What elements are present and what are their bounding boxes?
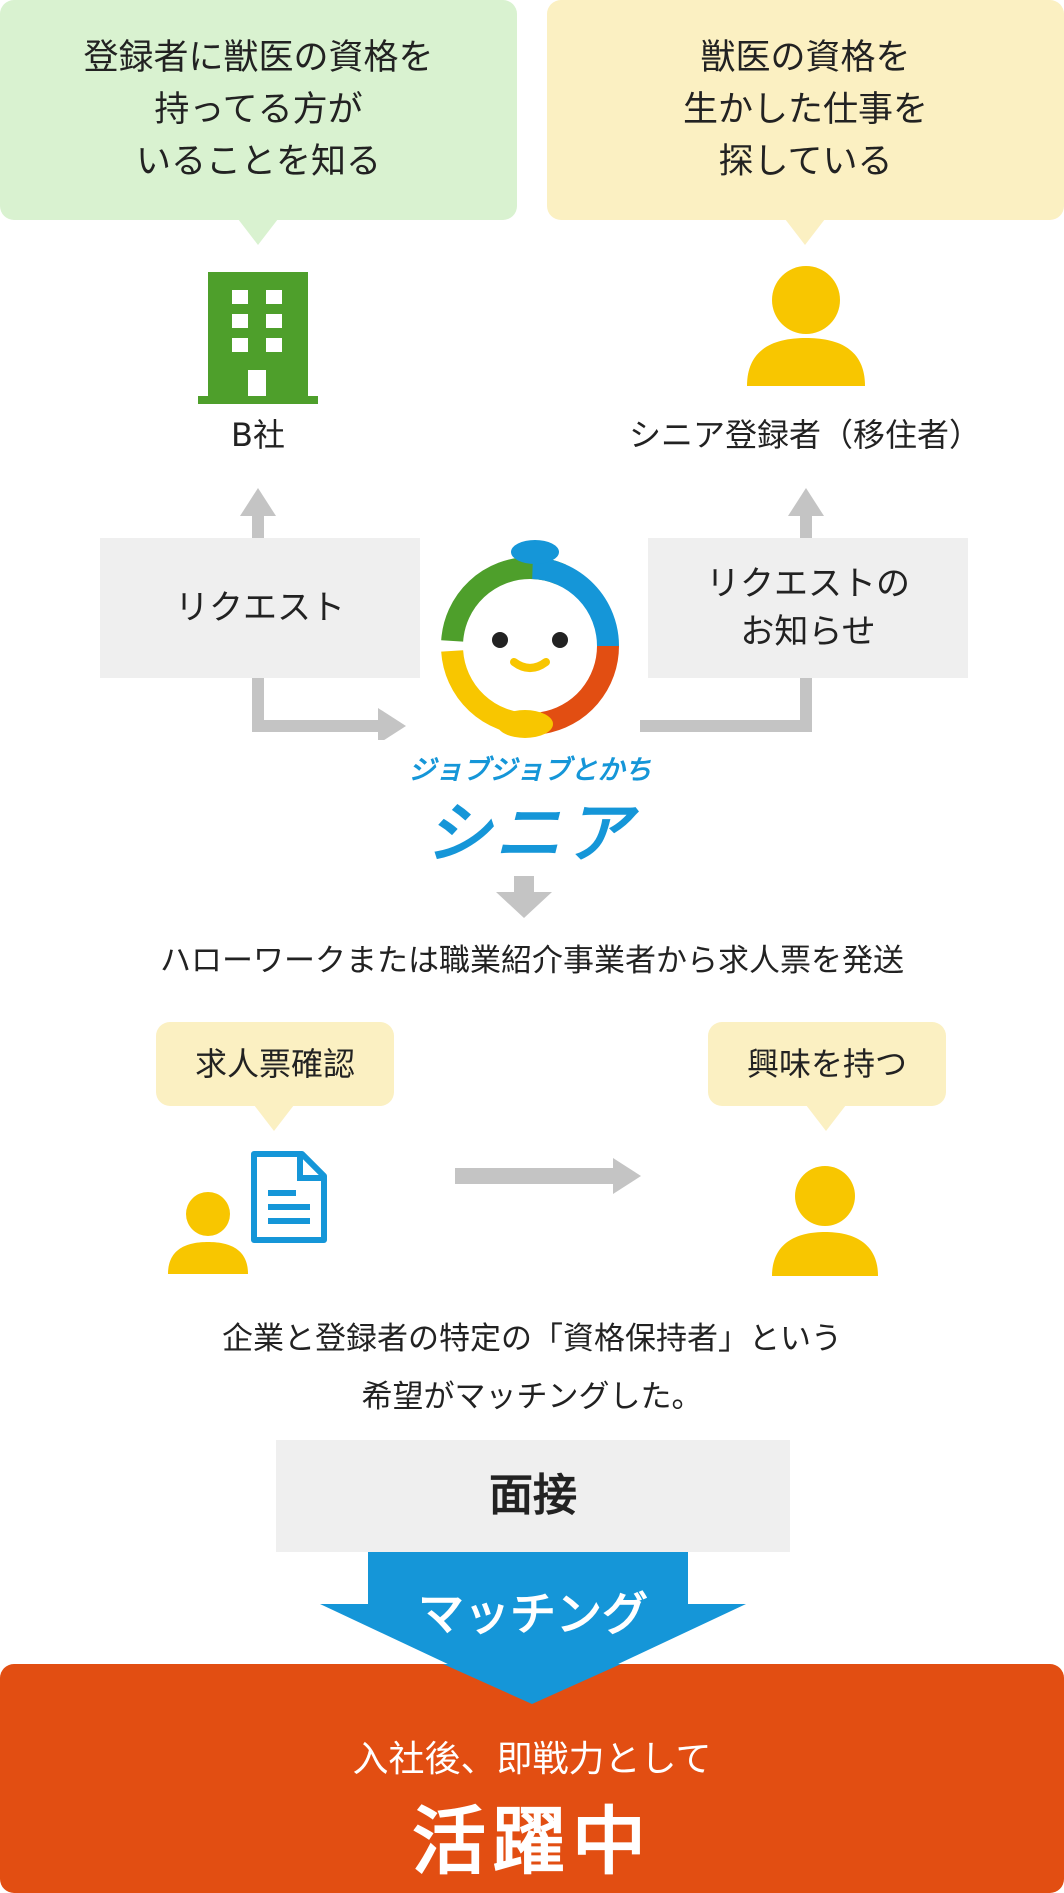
request-box: リクエスト [100,538,420,678]
result-banner: 入社後、即戦力として 活躍中 [0,1664,1064,1893]
arrow-up-left [240,488,276,540]
match-description: 企業と登録者の特定の「資格保持者」という 希望がマッチングした。 [222,1321,842,1415]
result-title: 活躍中 [412,1799,652,1885]
company-thought-text: 登録者に獣医の資格を 持ってる方が いることを知る [83,38,434,182]
bubble-tail [238,219,278,245]
right-arrow [455,1158,641,1194]
arrow-right [378,708,406,740]
senior-thought-bubble: 獣医の資格を 生かした仕事を 探している [547,0,1064,245]
company-label: B社 [231,416,285,454]
arrow-up-right [788,488,824,540]
confirm-bubble: 求人票確認 [156,1022,394,1131]
person-icon [747,266,865,386]
company-thought-bubble: 登録者に獣医の資格を 持ってる方が いることを知る [0,0,517,245]
person-icon [168,1192,248,1274]
result-subtitle: 入社後、即戦力として [352,1739,712,1780]
confirm-text: 求人票確認 [194,1045,355,1083]
bubble-tail [254,1105,294,1131]
logo-main-text: シニア [425,795,635,872]
matching-arrow [320,1552,746,1704]
flow-arrows [240,488,824,740]
senior-thought-text: 獣医の資格を 生かした仕事を 探している [682,38,928,182]
person-icon [772,1166,878,1276]
building-icon [198,272,318,404]
interest-bubble: 興味を持つ [708,1022,946,1131]
notification-box: リクエストの お知らせ [648,538,968,678]
interest-text: 興味を持つ [746,1045,907,1083]
mascot-logo [441,540,619,738]
down-arrow [496,876,552,918]
bubble-tail [806,1105,846,1131]
senior-label: シニア登録者（移住者） [628,416,981,454]
matching-label: マッチング [418,1587,648,1641]
interview-box: 面接 [276,1440,790,1552]
bubble-tail [785,219,825,245]
arrow-tip [443,1664,621,1704]
document-icon [251,1151,327,1243]
dispatch-text: ハローワークまたは職業紹介事業者から求人票を発送 [160,943,904,979]
logo-brand-text: ジョブジョブとかち [408,755,652,786]
